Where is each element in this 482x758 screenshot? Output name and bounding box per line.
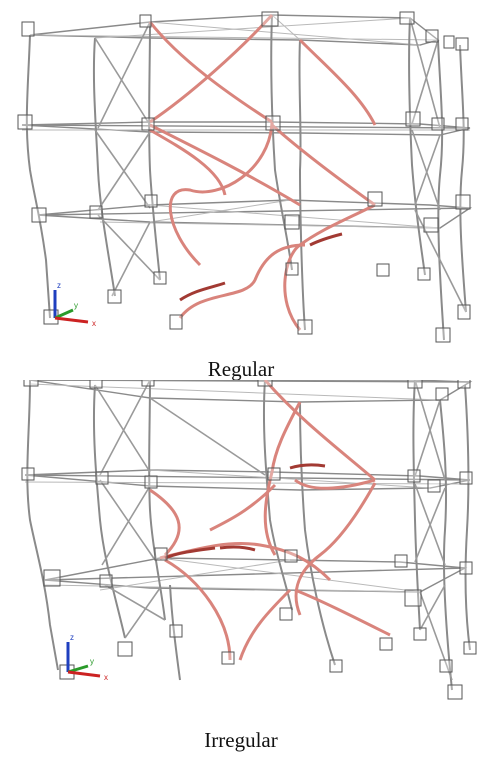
regular-caption: Regular [207,357,275,381]
grey-bracing [94,380,453,681]
node-boxes [21,380,477,700]
axis-triad: z y x [66,633,108,682]
columns [25,14,467,341]
floor-2-outline [21,121,471,136]
red-bracing-dark [179,232,343,302]
z-axis-label: z [70,633,74,642]
regular-frame-panel: z y x [0,0,482,360]
red-bracing-dark [164,463,326,560]
x-axis-label: x [104,673,108,682]
columns [26,380,471,691]
y-axis-label: y [90,657,94,666]
red-bracing [149,380,391,661]
x-axis-label: x [92,319,96,328]
x-axis-arrow [67,670,101,678]
z-axis-label: z [57,281,61,290]
floor-2-outline [24,469,471,491]
red-bracing [148,13,377,331]
node-boxes [17,11,471,343]
irregular-caption: Irregular [204,728,278,752]
y-axis-label: y [74,301,78,310]
irregular-frame-drawing: z y x [21,380,477,700]
regular-frame-drawing: z y x [17,11,473,343]
y-axis-arrow [54,308,74,320]
x-axis-arrow [54,316,89,324]
axis-triad: z y x [53,281,96,328]
irregular-frame-panel: z y x [0,380,482,710]
grey-bracing [94,17,467,313]
floor-slabs [21,14,473,229]
floor-3-outline [29,14,440,46]
